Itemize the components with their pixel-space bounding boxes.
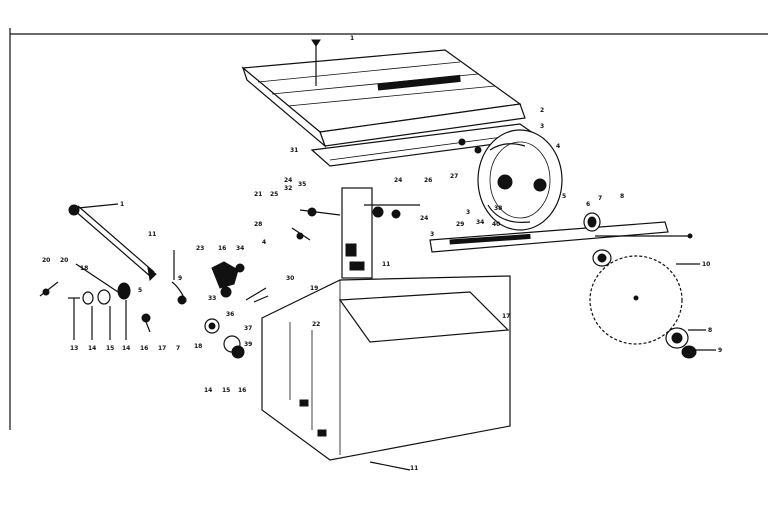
trunnion-gear [458, 129, 563, 231]
label-bracket-16: 16 [218, 245, 226, 252]
label-rod-29: 29 [456, 221, 464, 228]
crank-assembly [39, 203, 187, 340]
label-nut-37: 37 [244, 325, 252, 332]
label-handwheel-18: 18 [194, 343, 202, 350]
handwheel-assembly [204, 261, 269, 359]
part-labels: 1 2 3 4 5 6 7 8 9 10 8 9 11 17 22 19 1 1… [42, 35, 722, 472]
label-base-22: 22 [312, 321, 320, 328]
label-stud-39: 39 [244, 341, 252, 348]
label-crank-rod: 11 [148, 231, 156, 238]
label-bracket-33: 33 [208, 295, 216, 302]
label-hand-9: 9 [178, 275, 182, 282]
label-bar-17: 17 [158, 345, 166, 352]
label-knob-a: 20 [42, 257, 50, 264]
label-bar-16: 16 [140, 345, 148, 352]
label-screw-15: 15 [222, 387, 230, 394]
label-base-19: 19 [310, 285, 318, 292]
label-rod-26: 26 [424, 177, 432, 184]
label-clamp-31: 31 [290, 147, 298, 154]
label-clamp-24: 24 [284, 177, 292, 184]
label-bracket-30: 30 [286, 275, 294, 282]
tilt-mechanism [291, 187, 420, 279]
label-blade: 10 [702, 261, 710, 268]
label-knob-b: 20 [60, 257, 68, 264]
label-screw-14: 14 [204, 387, 212, 394]
label-gear-6: 6 [586, 201, 590, 208]
label-rod-3b: 3 [466, 209, 470, 216]
blade-collars [583, 212, 716, 359]
label-screw-16: 16 [238, 387, 246, 394]
saw-base [261, 275, 511, 471]
label-rod-24c: 24 [420, 215, 428, 222]
label-blade-collar: 8 [708, 327, 712, 334]
label-rod-40: 40 [492, 221, 500, 228]
label-rod-24b: 24 [394, 177, 402, 184]
label-rod-34b: 34 [476, 219, 484, 226]
label-bar-14a: 14 [88, 345, 96, 352]
label-box-17: 17 [502, 313, 510, 320]
label-rod-27: 27 [450, 173, 458, 180]
label-table-part-b: 3 [540, 123, 544, 130]
label-table-top: 1 [350, 35, 354, 42]
label-clamp-25: 25 [270, 191, 278, 198]
label-bracket-4: 4 [262, 239, 266, 246]
label-bar-14b: 14 [122, 345, 130, 352]
label-clamp-21: 21 [254, 191, 262, 198]
label-table-part-b2: 3 [430, 231, 434, 238]
saw-blade [589, 255, 700, 345]
label-box-11: 11 [382, 261, 390, 268]
arbor-shaft [429, 221, 693, 253]
label-knob-c: 18 [80, 265, 88, 272]
label-clamp-35: 35 [298, 181, 306, 188]
label-bracket-23: 23 [196, 245, 204, 252]
label-crank-left: 1 [120, 201, 124, 208]
label-rod-38: 38 [494, 205, 502, 212]
label-arm-36: 36 [226, 311, 234, 318]
label-small-5: 5 [138, 287, 142, 294]
label-sawdust: 11 [410, 465, 418, 472]
label-pulley-nut: 7 [598, 195, 602, 202]
label-blade-nut: 9 [718, 347, 722, 354]
label-shaft: 9 [688, 233, 692, 240]
label-gear-5: 5 [562, 193, 566, 200]
label-table-part: 2 [540, 107, 544, 114]
label-guard: 4 [556, 143, 560, 150]
label-shaft-washer: 8 [620, 193, 624, 200]
table-edge-line [329, 133, 526, 161]
table-top [241, 39, 526, 148]
label-clamp-28: 28 [254, 221, 262, 228]
label-bar-13: 13 [70, 345, 78, 352]
label-handwheel-7: 7 [176, 345, 180, 352]
label-bracket-34: 34 [236, 245, 244, 252]
label-clamp-32: 32 [284, 185, 292, 192]
label-bar-15: 15 [106, 345, 114, 352]
